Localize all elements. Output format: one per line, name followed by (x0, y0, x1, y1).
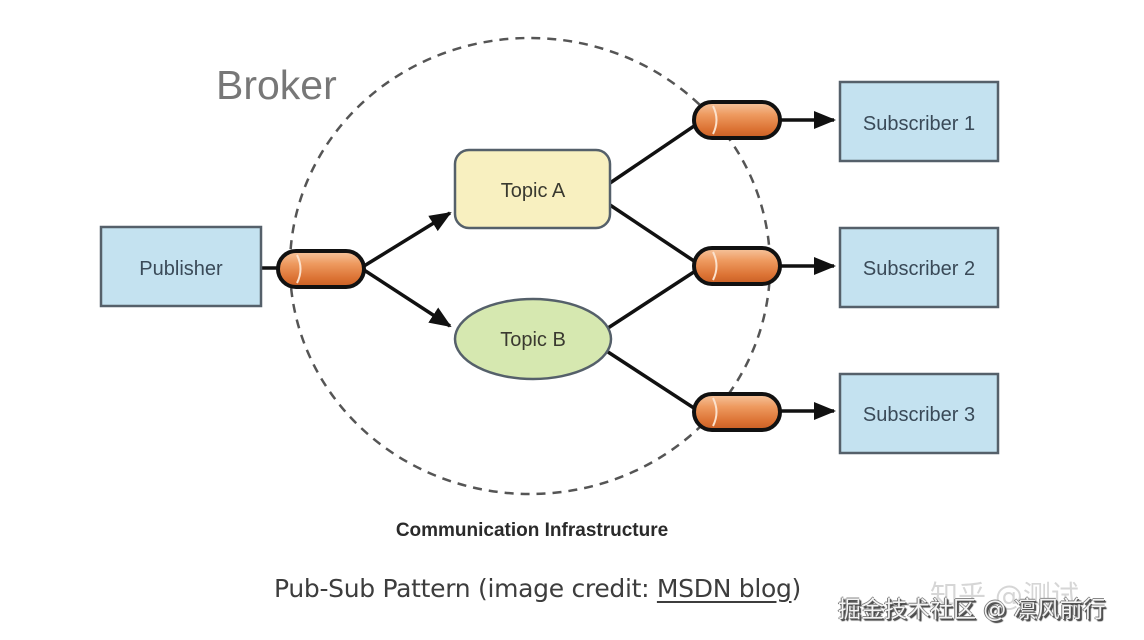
topic-b-label: Topic B (500, 329, 566, 351)
edge-publisher-topic-a (363, 211, 452, 268)
edge-topic-b-sub3 (607, 350, 701, 414)
edge-publisher-topic-b (363, 268, 452, 328)
broker-title: Broker (216, 62, 337, 108)
edge-topic-a-sub2 (609, 203, 701, 267)
subscriber-1-node: Subscriber 1 (838, 80, 1000, 163)
edge-topic-b-sub2 (607, 266, 701, 330)
pipe-subscriber-2 (692, 246, 782, 286)
subscriber-3-node: Subscriber 3 (838, 372, 1000, 455)
infrastructure-label: Communication Infrastructure (396, 520, 668, 541)
topic-a-node: Topic A (453, 148, 612, 230)
msdn-blog-link[interactable]: MSDN blog (656, 574, 792, 603)
figure-caption: Pub-Sub Pattern (image credit: MSDN blog… (274, 574, 801, 603)
subscriber-3-label: Subscriber 3 (863, 404, 975, 426)
subscriber-1-label: Subscriber 1 (863, 113, 975, 135)
watermark-juejin: 掘金技术社区 @ 凛风前行 (838, 597, 1106, 623)
topic-a-label: Topic A (501, 180, 566, 202)
watermark-zhihu: 知乎 @测试 (930, 579, 1079, 612)
edge-topic-a-sub1 (609, 120, 701, 185)
publisher-label: Publisher (139, 258, 223, 280)
topic-b-node: Topic B (453, 297, 613, 381)
subscriber-2-node: Subscriber 2 (838, 226, 1000, 309)
caption-prefix: Pub-Sub Pattern (image credit: (274, 574, 657, 603)
subscriber-2-label: Subscriber 2 (863, 258, 975, 280)
publisher-node: Publisher (99, 225, 263, 308)
pipe-subscriber-3 (692, 392, 782, 432)
pub-sub-diagram: Broker Publisher Topic A (99, 36, 1000, 541)
pipe-publisher (276, 249, 366, 289)
pipe-subscriber-1 (692, 100, 782, 140)
edges (262, 111, 836, 420)
caption-suffix: ) (791, 574, 802, 603)
